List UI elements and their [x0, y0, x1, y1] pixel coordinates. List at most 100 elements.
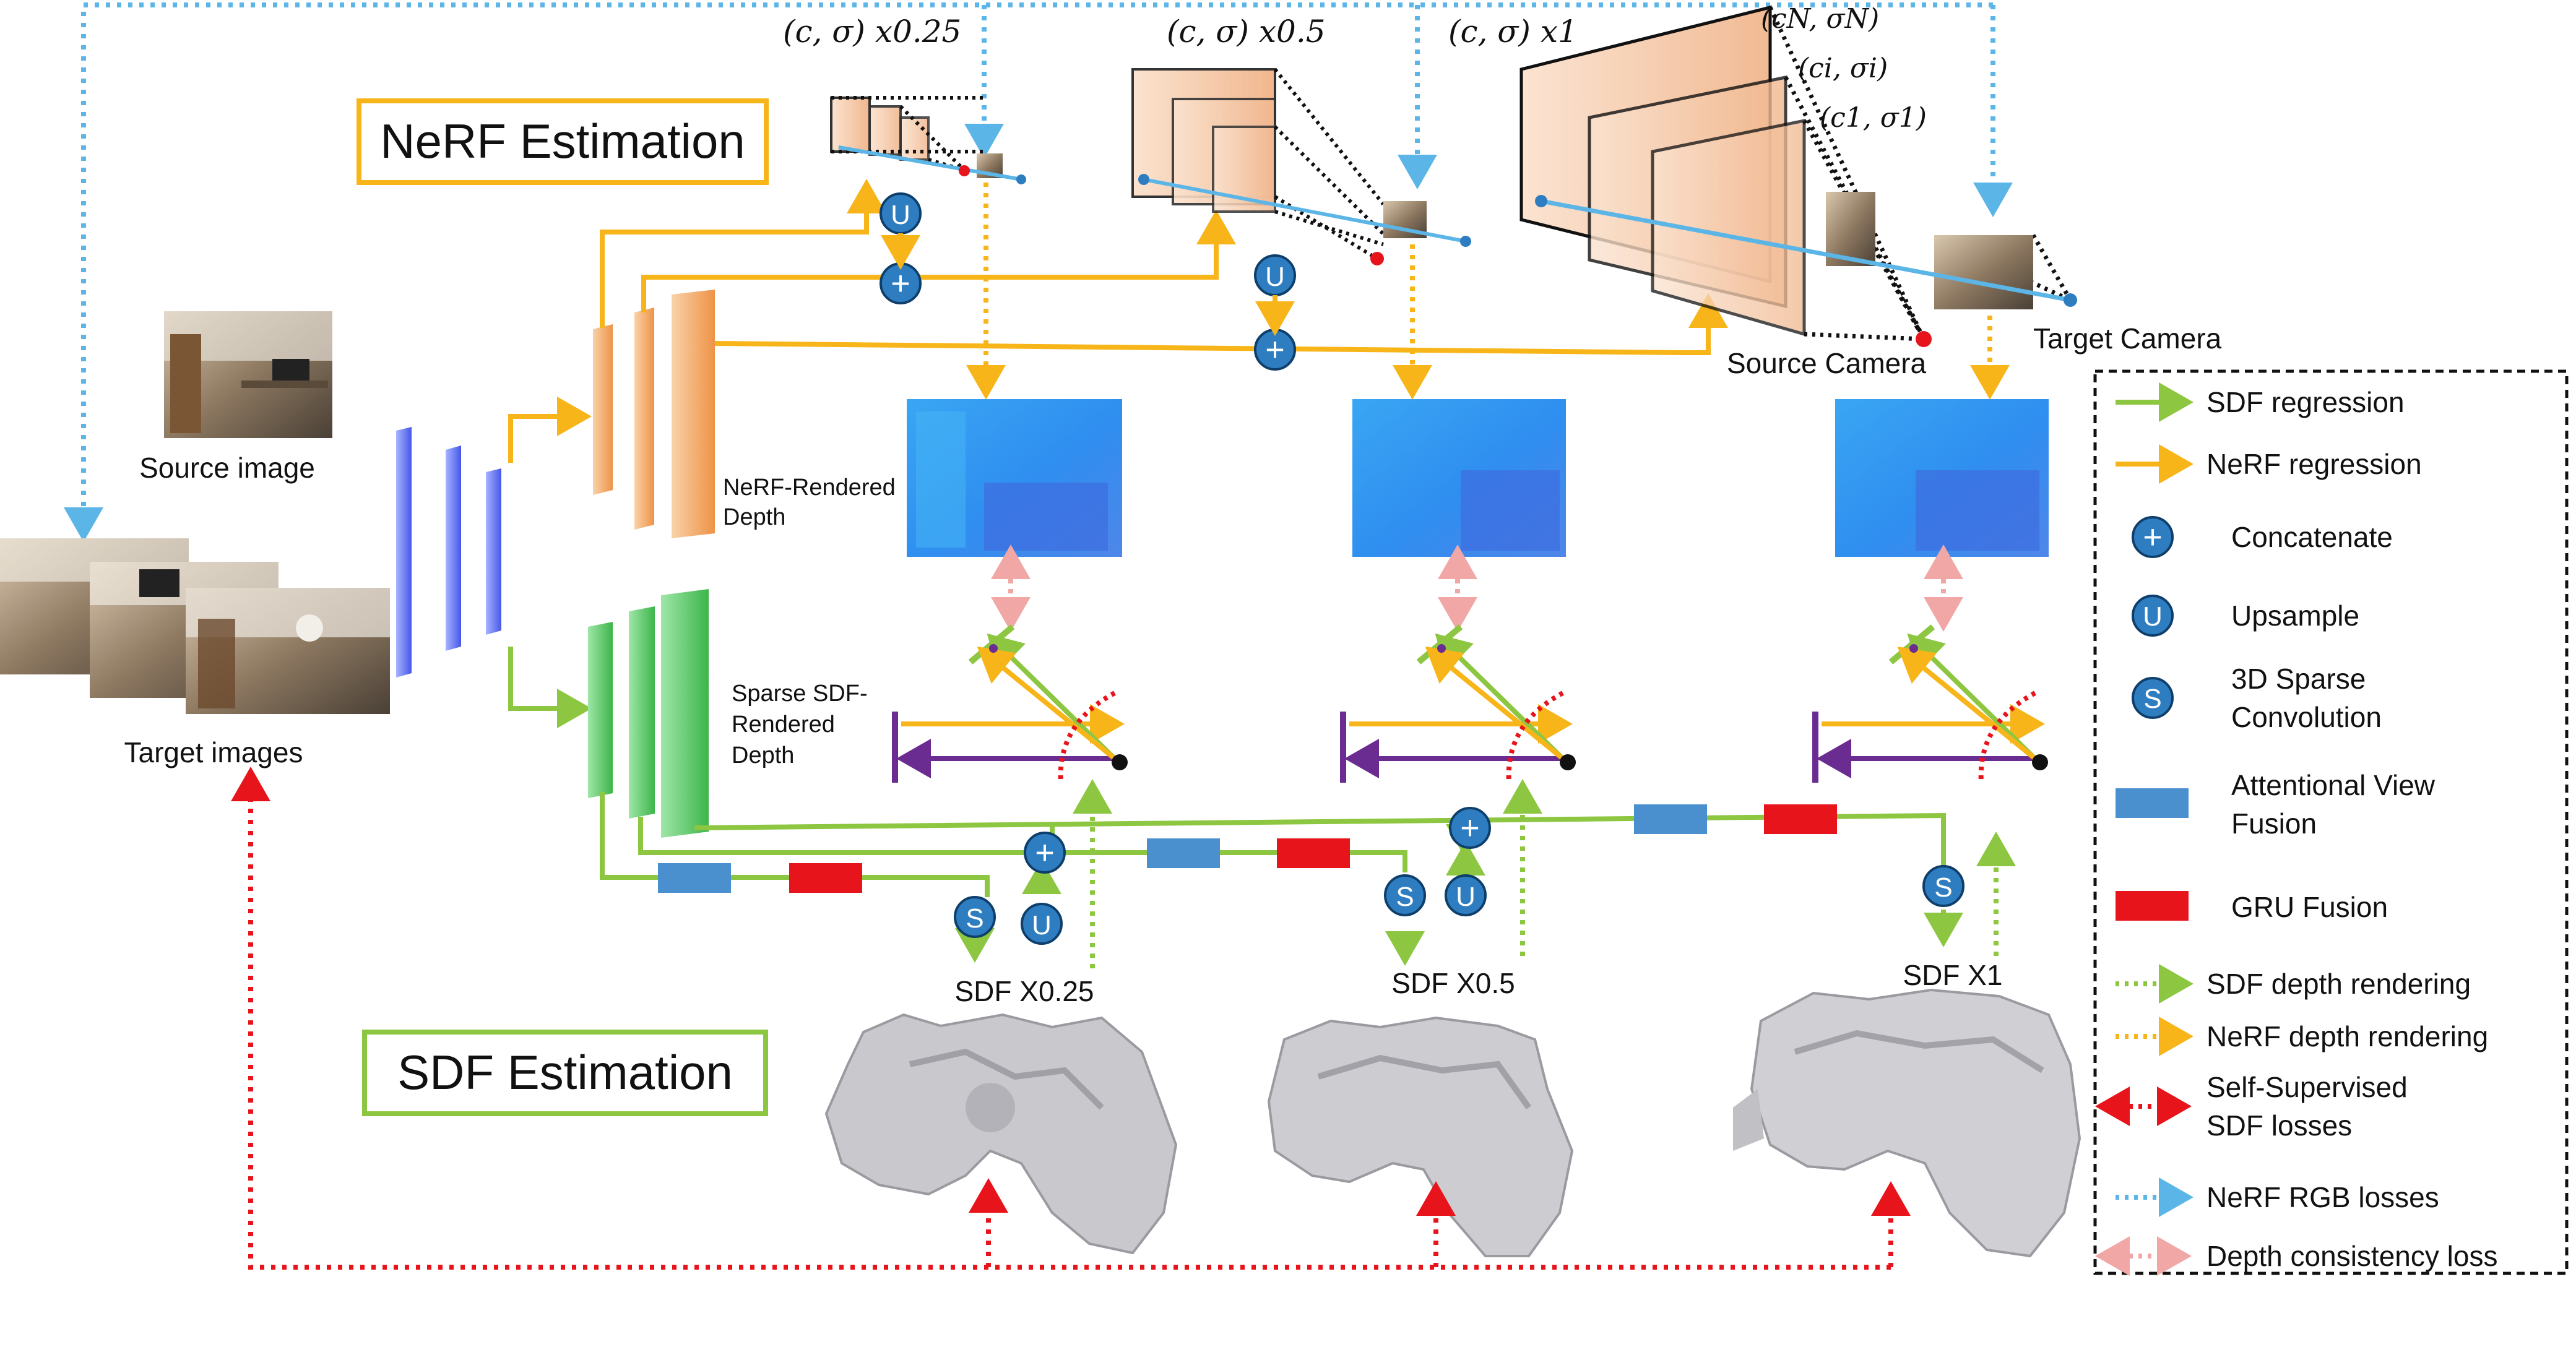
- depth-consistency-arrows: [991, 544, 1963, 632]
- legend-symbol: [2116, 788, 2189, 818]
- sdf-sparse-conv-1: S: [954, 896, 996, 938]
- nerf-depth-label: NeRF-Rendered Depth: [723, 475, 902, 530]
- gru-fusion-3: [1764, 804, 1837, 834]
- target-camera-label: Target Camera: [2033, 322, 2222, 355]
- scale-label-x1: (c, σ) x1: [1448, 14, 1578, 49]
- self-supervised-sdf-loss-loop: [231, 767, 1911, 1270]
- sdf-depth-glyph-0: [892, 624, 1128, 783]
- legend-label: SDF depth rendering: [2206, 968, 2471, 1000]
- source-image: [164, 311, 332, 438]
- svg-text:U: U: [891, 200, 910, 230]
- legend-label: Depth consistency loss: [2206, 1240, 2497, 1272]
- svg-text:+: +: [1265, 331, 1285, 368]
- legend-glyph: +: [2143, 519, 2163, 556]
- legend-item-upsample: U Upsample: [2132, 595, 2359, 637]
- attentional-view-fusion-2: [1147, 838, 1220, 868]
- sample-label-i: (ci, σi): [1798, 53, 1888, 84]
- nerf-estimation-title: NeRF Estimation: [380, 114, 745, 168]
- nerf-depth-map-x1: [1835, 399, 2049, 557]
- sdf-scale-label-x025: SDF X0.25: [955, 975, 1094, 1007]
- sdf-upsample-2: U: [1445, 874, 1487, 916]
- legend-label: Fusion: [2231, 807, 2317, 840]
- svg-text:U: U: [1265, 262, 1285, 292]
- attentional-view-fusion-3: [1634, 804, 1707, 834]
- sdf-estimation-box: SDF Estimation: [362, 1030, 768, 1116]
- frustum-x025: [830, 96, 1026, 184]
- sdf-estimation-title: SDF Estimation: [397, 1045, 733, 1100]
- sdf-rendered-depth-glyphs: [892, 624, 2048, 783]
- gru-fusion-2: [1277, 838, 1350, 868]
- sdf-depth-label: Sparse SDF- Rendered Depth: [732, 681, 874, 768]
- legend-label: SDF losses: [2206, 1109, 2352, 1142]
- sdf-concat-2: +: [1449, 807, 1491, 849]
- sample-label-n: (cN, σN): [1761, 3, 1879, 35]
- sdf-depth-glyph-1: [1340, 624, 1576, 783]
- legend-label: NeRF depth rendering: [2206, 1020, 2488, 1052]
- sdf-sparse-conv-2: S: [1384, 874, 1426, 916]
- legend-glyph: U: [2143, 601, 2163, 632]
- svg-text:U: U: [1032, 910, 1052, 940]
- scale-label-x025: (c, σ) x0.25: [783, 14, 961, 49]
- legend-label: 3D Sparse: [2231, 663, 2366, 695]
- svg-text:S: S: [1396, 882, 1414, 912]
- frustum-x1: [1519, 5, 2077, 347]
- legend-label: NeRF regression: [2206, 448, 2422, 480]
- legend-label: Upsample: [2231, 600, 2359, 632]
- attentional-view-fusion-1: [658, 863, 731, 893]
- source-camera-label: Source Camera: [1727, 347, 1927, 379]
- target-images: [0, 538, 390, 714]
- legend-label: SDF regression: [2206, 386, 2405, 418]
- sdf-depth-glyph-2: [1812, 624, 2048, 783]
- sdf-scale-label-x1: SDF X1: [1903, 959, 2002, 991]
- encoder-blocks: [396, 427, 501, 678]
- gru-fusion-1: [789, 863, 862, 893]
- nerf-upsample-1: U: [880, 192, 922, 235]
- legend-label: NeRF RGB losses: [2206, 1181, 2439, 1213]
- nerf-concat-2: +: [1254, 329, 1296, 371]
- legend-label: Self-Supervised: [2206, 1071, 2408, 1103]
- encoder-branch-arrows: [508, 397, 592, 728]
- sdf-depth-rendering-arrows: [1073, 779, 2016, 968]
- nerf-concat-1: +: [880, 262, 922, 304]
- svg-text:S: S: [1934, 872, 1952, 903]
- legend-frame: [2093, 369, 2569, 1275]
- legend-item-concat: + Concatenate: [2132, 516, 2393, 558]
- sdf-sparse-conv-3: S: [1922, 865, 1964, 907]
- sdf-mesh-x1: [1733, 988, 2081, 1258]
- legend-label: GRU Fusion: [2231, 891, 2388, 923]
- legend-symbol: [2132, 677, 2174, 719]
- scale-label-x05: (c, σ) x0.5: [1167, 14, 1326, 49]
- legend-label: Convolution: [2231, 701, 2382, 733]
- legend-symbol: [2116, 891, 2189, 921]
- legend-label: Attentional View: [2231, 769, 2436, 801]
- nerf-up-arrows: [881, 233, 1295, 336]
- svg-text:+: +: [891, 265, 910, 302]
- nerf-decoder-blocks: [593, 290, 715, 538]
- nerf-depth-rendering-arrows: [966, 183, 2010, 400]
- legend-item-dot-yellow: NeRF depth rendering: [2116, 1017, 2488, 1056]
- frustum-x05: [1131, 68, 1471, 265]
- svg-text:+: +: [1460, 809, 1480, 846]
- sdf-concat-1: +: [1024, 832, 1066, 874]
- nerf-upsample-2: U: [1254, 254, 1296, 296]
- source-image-label: Source image: [139, 452, 315, 484]
- sdf-scale-label-x05: SDF X0.5: [1391, 967, 1515, 999]
- legend-symbol: [2132, 516, 2174, 558]
- legend-symbol: [2132, 595, 2174, 637]
- legend-label: Concatenate: [2231, 521, 2393, 553]
- sdf-decoder-blocks: [588, 589, 709, 838]
- legend-glyph: S: [2143, 684, 2161, 714]
- nerf-depth-map-x05: [1352, 399, 1566, 557]
- nerf-rgb-loss-loop: [64, 2, 2013, 542]
- svg-text:+: +: [1035, 834, 1055, 871]
- sample-label-1: (c1, σ1): [1820, 102, 1927, 134]
- legend-item-dot-pink: Depth consistency loss: [2095, 1236, 2497, 1276]
- sdf-mesh-x05: [1267, 1016, 1574, 1257]
- nerf-estimation-box: NeRF Estimation: [357, 98, 769, 185]
- nerf-depth-map-x025: [907, 399, 1122, 557]
- legend-item-arrow-green: SDF regression: [2116, 382, 2405, 422]
